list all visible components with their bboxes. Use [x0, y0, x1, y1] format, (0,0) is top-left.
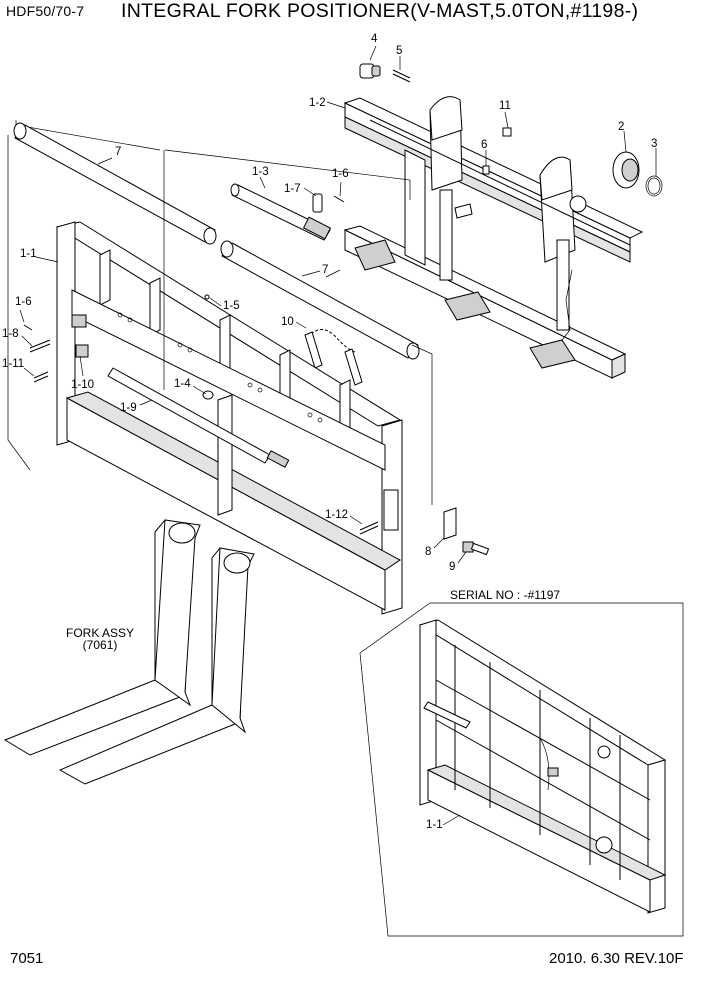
model-code: HDF50/70-7 — [6, 3, 85, 19]
shaft-upper — [13, 122, 217, 245]
callout-1-11: 1-11 — [2, 358, 24, 370]
callout-1-7: 1-7 — [284, 183, 301, 195]
callout-8: 8 — [425, 546, 431, 558]
callout-1-9: 1-9 — [120, 402, 137, 414]
callout-1-6-top: 1-6 — [332, 168, 349, 180]
fork-assy-name: FORK ASSY — [66, 626, 135, 640]
callout-1-5: 1-5 — [223, 300, 240, 312]
callout-7-top: 7 — [115, 146, 121, 158]
callout-3: 3 — [651, 138, 657, 150]
callout-4: 4 — [371, 33, 378, 45]
chain-assembly — [304, 329, 363, 386]
revision-date: 2010. 6.30 REV.10F — [549, 950, 684, 967]
callout-7-mid: 7 — [322, 264, 328, 276]
callout-1-10: 1-10 — [71, 379, 94, 391]
callout-2: 2 — [618, 121, 624, 133]
carriage-frame-assembly — [343, 63, 663, 379]
callout-1-1-main: 1-1 — [20, 248, 37, 260]
callout-5: 5 — [396, 45, 402, 57]
callout-1-2: 1-2 — [309, 97, 326, 109]
callout-1-6-left: 1-6 — [15, 296, 32, 308]
main-frame-1-1 — [23, 221, 490, 615]
callout-10: 10 — [281, 316, 294, 328]
callout-1-1-inset: 1-1 — [426, 819, 443, 831]
callout-11: 11 — [499, 100, 511, 112]
callout-9: 9 — [449, 561, 455, 573]
callout-1-8: 1-8 — [2, 328, 19, 340]
fork-assy-code: (7061) — [82, 638, 118, 652]
page-number: 7051 — [10, 950, 44, 967]
inset-panel — [359, 602, 684, 937]
fork-assembly — [3, 519, 255, 785]
fork-assy-label: FORK ASSY (7061) — [66, 627, 134, 651]
leader-lines-middle — [7, 135, 467, 564]
cylinder-upper — [230, 183, 345, 241]
callout-1-12: 1-12 — [325, 509, 348, 521]
inset-serial-caption: SERIAL NO : -#1197 — [450, 588, 561, 602]
callout-labels: 4 5 1-2 11 2 3 6 7 1-3 1-6 1-7 1-1 7 1-6… — [2, 33, 657, 831]
callout-1-3: 1-3 — [252, 166, 269, 178]
page-title: INTEGRAL FORK POSITIONER(V-MAST,5.0TON,#… — [121, 0, 639, 22]
callout-6: 6 — [481, 139, 487, 151]
callout-1-4: 1-4 — [174, 378, 191, 390]
